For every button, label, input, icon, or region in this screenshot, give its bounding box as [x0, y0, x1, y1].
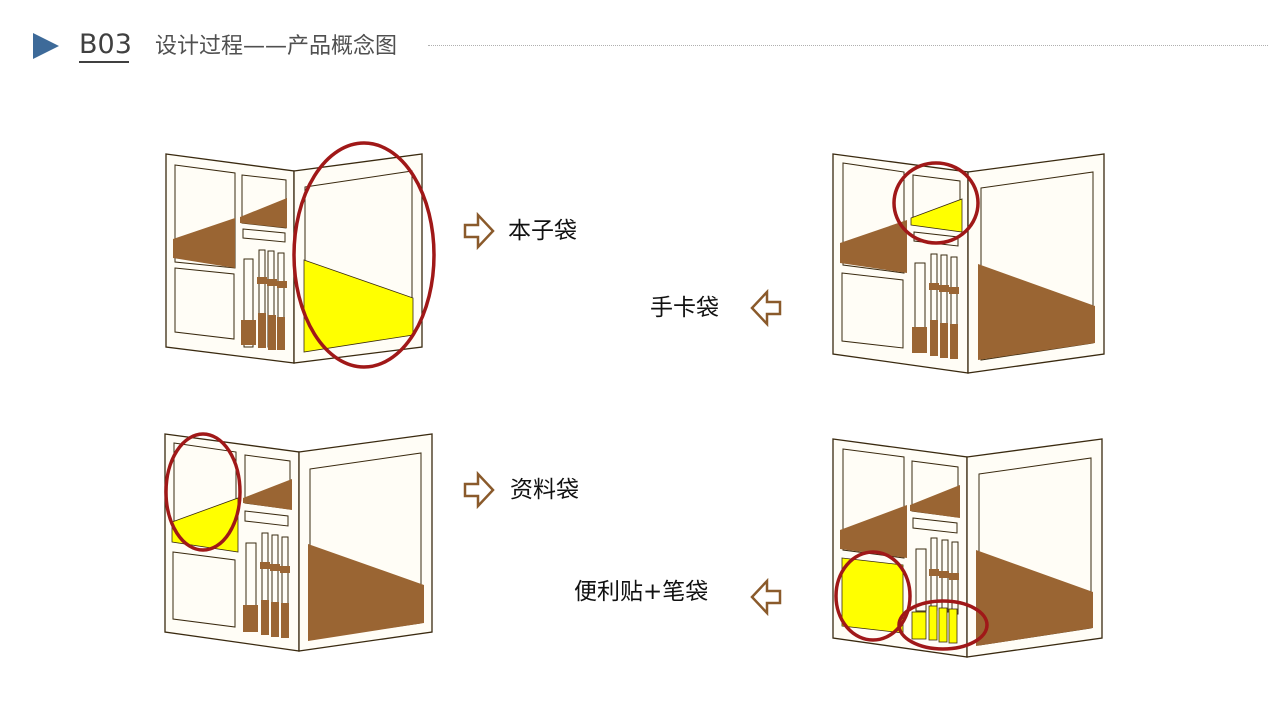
left-arrow-icon: [750, 579, 782, 615]
slide-header: B03 设计过程——产品概念图: [0, 0, 1280, 80]
booklet-notebook-pocket: [165, 141, 436, 369]
highlight-ring: [292, 141, 436, 369]
concept-label-card-pocket: 手卡袋: [650, 295, 719, 321]
right-arrow-icon: [463, 213, 495, 249]
left-arrow-icon: [750, 290, 782, 326]
section-code-underline: [79, 61, 129, 63]
booklet-document-pocket: [164, 432, 433, 652]
header-divider: [428, 45, 1268, 46]
concept-label-sticky-pen-pocket: 便利贴+笔袋: [574, 579, 709, 605]
concept-label-document-pocket: 资料袋: [510, 477, 579, 503]
section-code: B03: [79, 29, 132, 60]
booklet-card-pocket: [832, 153, 1105, 374]
highlight-ring: [892, 161, 980, 245]
section-triangle-icon: [33, 33, 59, 59]
slide-title: 设计过程——产品概念图: [155, 34, 398, 59]
highlight-ring: [897, 599, 989, 651]
booklet-sticky-pen-pocket: [832, 438, 1103, 658]
highlight-ring: [164, 432, 242, 552]
concept-label-notebook-pocket: 本子袋: [508, 218, 577, 244]
highlight-ring: [834, 550, 912, 642]
right-arrow-icon: [463, 472, 495, 508]
